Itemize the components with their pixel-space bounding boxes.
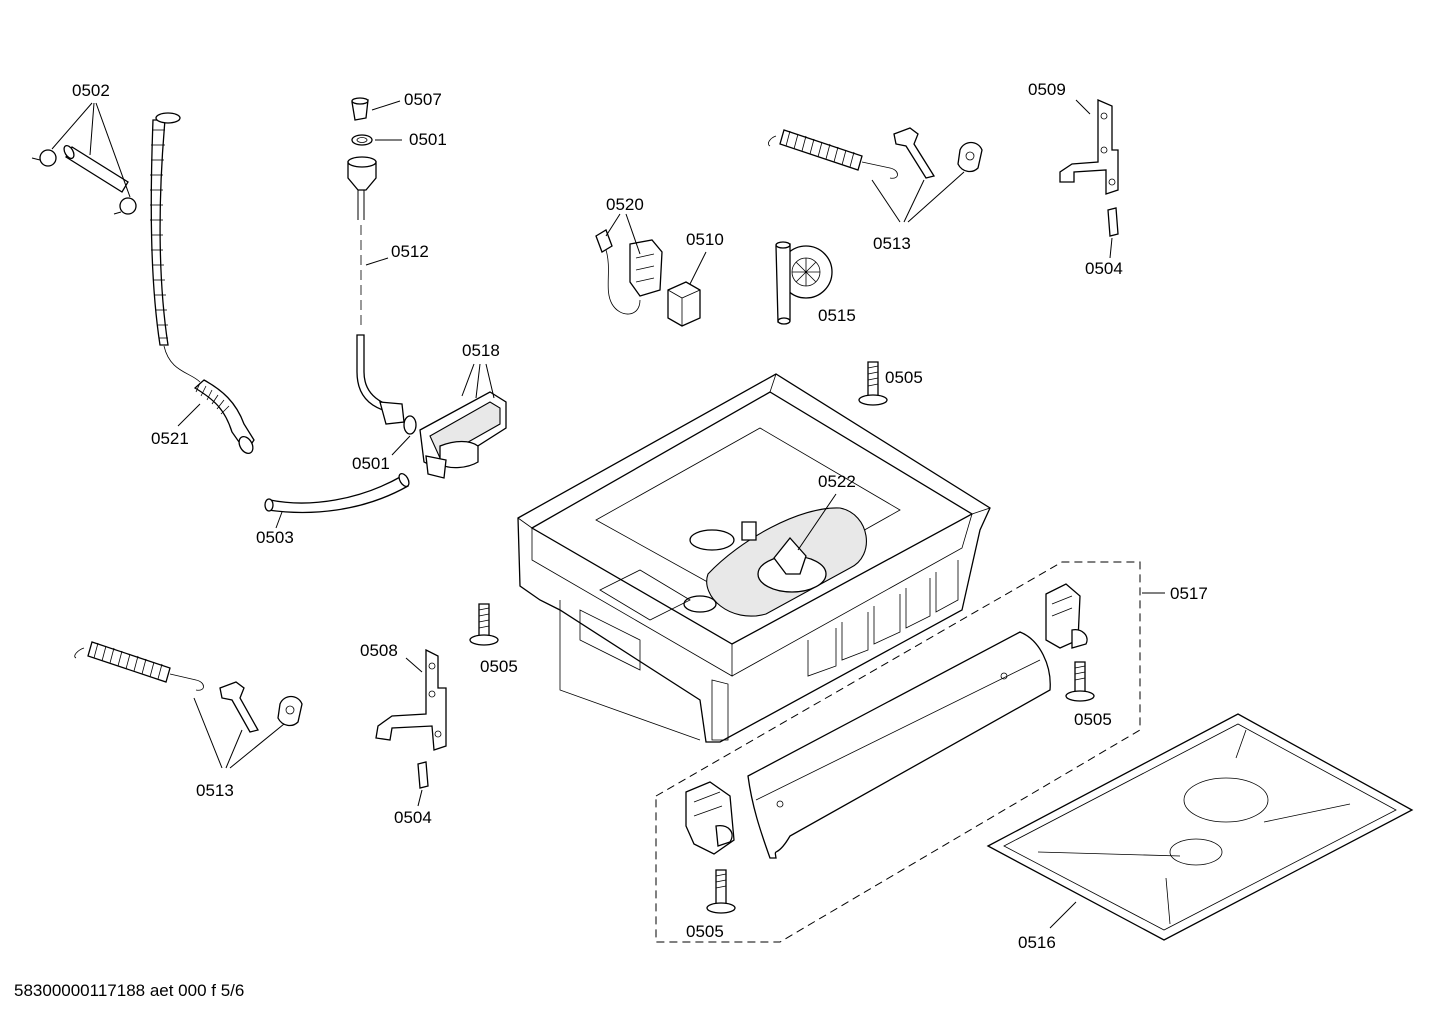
part-0507-0501-0512-supply-hose: [347, 97, 417, 456]
part-0522-base-tub: [517, 373, 991, 743]
label-0501-top: 0501: [409, 130, 447, 149]
label-0503: 0503: [256, 528, 294, 547]
part-0517-plinth-group: [655, 561, 1165, 943]
label-0522: 0522: [818, 472, 856, 491]
label-0510: 0510: [686, 230, 724, 249]
label-0505-top: 0505: [885, 368, 923, 387]
label-0505-bottom: 0505: [686, 922, 724, 941]
label-0520: 0520: [606, 195, 644, 214]
label-0513-bottom: 0513: [196, 781, 234, 800]
label-0502: 0502: [72, 81, 110, 100]
label-0513-top: 0513: [873, 234, 911, 253]
part-0508-bracket: [375, 648, 447, 807]
label-0509: 0509: [1028, 80, 1066, 99]
part-0513-spring-set-bottom: [74, 641, 303, 769]
label-0505-right: 0505: [1074, 710, 1112, 729]
callout-labels: 0502 0507 0501 0512 0518 0501 0521 0503 …: [72, 80, 1208, 952]
label-0517: 0517: [1170, 584, 1208, 603]
part-0509-bracket: [1059, 99, 1119, 259]
part-0521-hose-elbow: [177, 379, 255, 455]
label-0521: 0521: [151, 429, 189, 448]
part-0505-foot-screw-mid: [469, 603, 499, 646]
part-0505-foot-screw-top: [858, 361, 888, 406]
label-0515: 0515: [818, 306, 856, 325]
part-0510-connector: [667, 251, 707, 327]
part-0503-tube: [264, 472, 410, 529]
part-0520-wire-harness: [595, 213, 663, 315]
part-0502-hose-clamps: [31, 102, 201, 383]
label-0501-bottom: 0501: [352, 454, 390, 473]
label-0518: 0518: [462, 341, 500, 360]
part-0518-valve-assembly: [419, 363, 507, 479]
label-0508: 0508: [360, 641, 398, 660]
label-0512: 0512: [391, 242, 429, 261]
label-0507: 0507: [404, 90, 442, 109]
label-0516: 0516: [1018, 933, 1056, 952]
part-0516-base-plate: [986, 713, 1414, 941]
label-0505-mid: 0505: [480, 657, 518, 676]
label-0504-top: 0504: [1085, 259, 1123, 278]
label-0504-bottom: 0504: [394, 808, 432, 827]
part-0515-pump: [775, 241, 833, 325]
part-0513-spring-set-top: [768, 127, 983, 223]
document-id-footer: 58300000117188 aet 000 f 5/6: [14, 981, 245, 1000]
